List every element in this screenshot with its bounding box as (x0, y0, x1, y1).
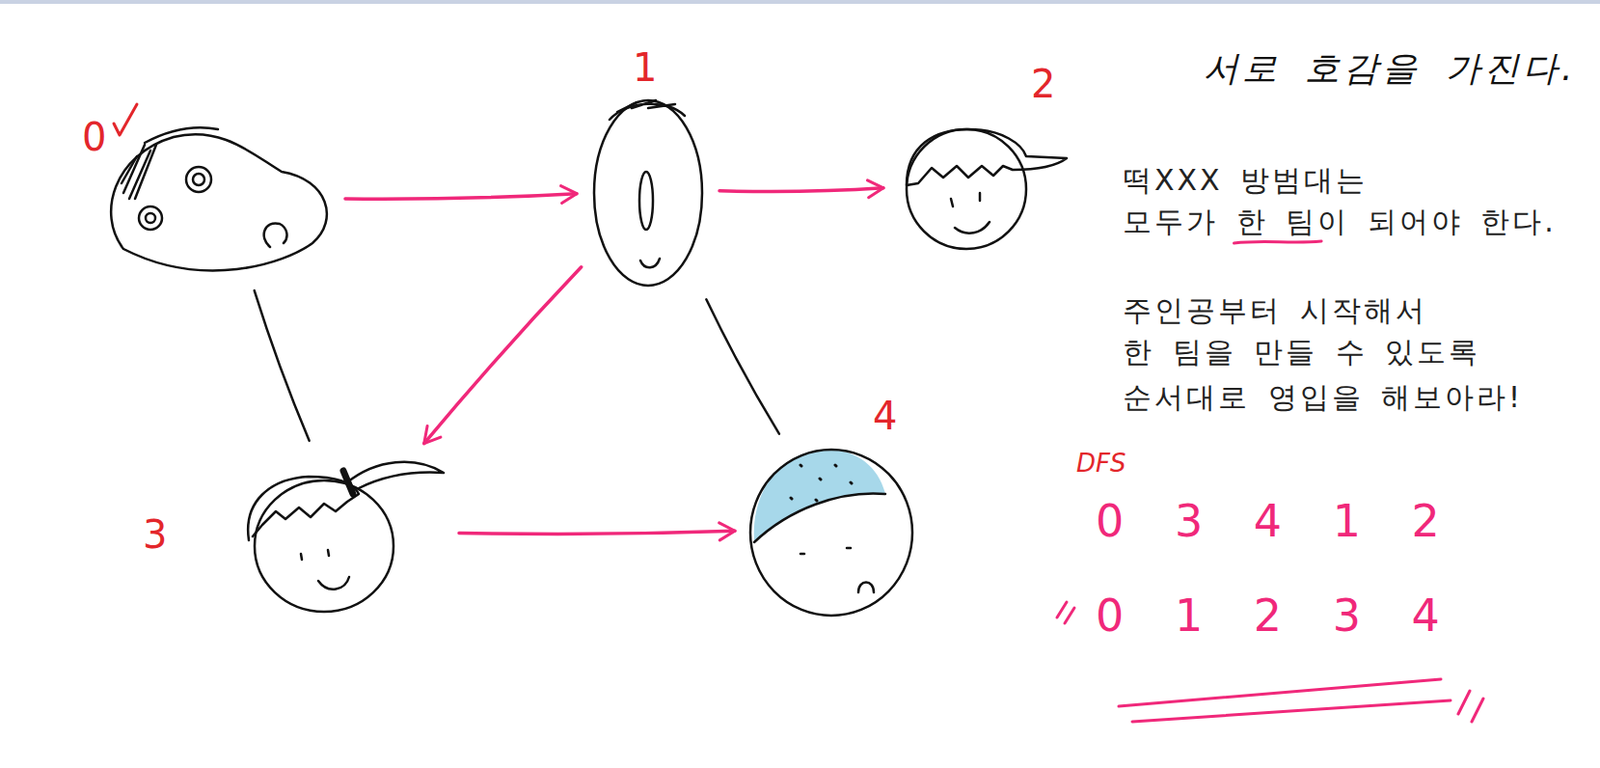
algorithm-label: DFS (1076, 449, 1126, 479)
mouth (639, 171, 653, 230)
hair-tie (343, 470, 353, 494)
slash-mark (1458, 690, 1484, 722)
face-outline (906, 129, 1027, 249)
callout-number: 0 (81, 117, 107, 157)
face-outline (254, 480, 394, 612)
face-outline (750, 449, 913, 616)
note-text: 서로 호감을 가진다. (1203, 48, 1576, 88)
cap-dots (790, 464, 852, 501)
top-bar (0, 0, 1600, 4)
slash-mark (1057, 601, 1075, 624)
hair-hatch (121, 144, 157, 199)
check-mark (113, 104, 137, 136)
arrow-connector (424, 267, 582, 444)
sequence-text: 0 1 2 3 4 (1095, 590, 1440, 642)
mouth (954, 221, 990, 234)
eye (950, 192, 980, 207)
character-node: 0 (111, 125, 332, 278)
cap-line (754, 492, 886, 543)
character-node: 1 (590, 96, 706, 288)
underline (1234, 241, 1323, 244)
note-text: 순서대로 영입을 해보아라! (1122, 380, 1523, 415)
character-node: 3 (241, 453, 446, 615)
eye (800, 547, 851, 554)
arrow-connector (345, 193, 577, 200)
callout-number: 1 (632, 48, 657, 87)
mouth (858, 582, 874, 594)
callout-number: 2 (1030, 64, 1056, 104)
plain-connector (705, 298, 780, 434)
note-text: 떡XXX 방범대는 (1122, 163, 1368, 198)
plain-connector (254, 290, 310, 441)
sequence-text: 0 3 4 1 2 (1095, 495, 1440, 547)
callout-number: 3 (142, 515, 167, 554)
mouth (318, 576, 350, 590)
character-node: 4 (748, 445, 915, 615)
note-text: 한 팀을 만들 수 있도록 (1122, 335, 1481, 370)
eye (145, 213, 156, 223)
note-text: 모두가 한 팀이 되어야 한다. (1122, 205, 1557, 240)
hair (247, 476, 359, 541)
eye (138, 206, 163, 230)
note-text: 주인공부터 시작해서 (1122, 294, 1428, 328)
hair-top (144, 127, 218, 143)
hair (609, 100, 685, 120)
hairpin (347, 461, 444, 489)
double-underline (1118, 678, 1451, 722)
cap-fill (754, 449, 886, 543)
chin (640, 258, 660, 268)
eye (300, 549, 329, 560)
cap (906, 129, 1067, 186)
face-outline (594, 100, 703, 286)
eye (192, 173, 205, 186)
arrow-connector (459, 530, 735, 534)
face-outline (110, 134, 327, 271)
eye (186, 166, 212, 192)
callout-number: 4 (872, 396, 897, 435)
character-node: 2 (896, 120, 1069, 252)
arrow-connector (719, 188, 884, 192)
mouth (264, 222, 288, 247)
